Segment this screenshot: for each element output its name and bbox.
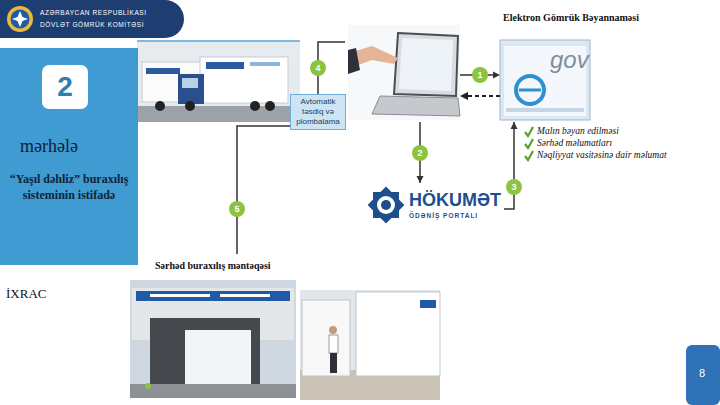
customs-building-photo	[136, 291, 290, 301]
connector	[504, 122, 518, 209]
border-crossing-area: Sərhəd buraxılış məntəqəsi	[128, 254, 445, 402]
laptop-photo	[352, 46, 398, 66]
page-number: 8	[699, 367, 705, 379]
trucks-photo	[329, 335, 338, 353]
laptop-photo	[399, 38, 453, 91]
laptop-photo	[348, 48, 360, 74]
node-text: Elektron Gömrük Bəyannaməsi	[503, 12, 642, 23]
truck-photo	[155, 101, 165, 111]
trucks-photo	[302, 300, 350, 376]
portal-emblem	[381, 200, 391, 210]
callout-number: 4	[310, 60, 326, 76]
header-band	[11, 10, 30, 29]
list-item: Sərhəd məlumatları	[537, 138, 612, 148]
node-text: HÖKUMƏT	[409, 190, 502, 210]
laptop-photo	[372, 96, 460, 116]
connector-line	[504, 122, 514, 209]
step-arrows	[460, 92, 468, 100]
arrow-head	[417, 176, 424, 183]
node-text: “Yaşıl dəhliz” buraxılış sisteminin isti…	[6, 171, 132, 203]
step-arrows	[467, 95, 500, 97]
egov-screenshot	[506, 108, 584, 112]
header-band	[0, 0, 184, 38]
portal-emblem	[368, 187, 405, 224]
trucks-photo	[420, 300, 436, 308]
egov-screenshot	[519, 89, 541, 92]
section-label: İXRAC	[6, 286, 46, 302]
portal-emblem	[368, 187, 405, 224]
portal-emblem	[377, 196, 395, 214]
customs-building-photo	[130, 384, 296, 398]
check-marks	[525, 127, 533, 136]
trucks-photo	[330, 353, 337, 373]
truck-photo	[250, 62, 280, 66]
truck-photo	[178, 74, 204, 104]
connector-line	[237, 126, 290, 254]
list-item: Malın bəyan edilməsi	[537, 126, 619, 136]
customs-building-photo	[130, 280, 296, 398]
header-band	[0, 0, 184, 38]
truck-photo	[265, 101, 275, 111]
egov-screenshot	[500, 40, 590, 120]
customs-building-photo	[130, 280, 296, 398]
header-band	[12, 11, 28, 27]
header-band	[7, 6, 33, 32]
customs-building-photo	[220, 294, 270, 297]
header-text: DÖVLƏT GÖMRÜK KOMİTƏSİ	[40, 21, 144, 28]
connector	[237, 126, 290, 254]
payment-portal-logo: HÖKUMƏT ÖDƏNİŞ PORTALI	[365, 183, 504, 235]
list-item: Nəqliyyat vasitəsinə dair məlumat	[537, 150, 667, 160]
callout-number: 2	[412, 145, 428, 161]
truck-photo	[137, 41, 300, 122]
truck-photo	[200, 57, 288, 103]
node-text: Sərhəd buraxılış məntəqəsi	[155, 260, 445, 271]
truck-photo	[182, 78, 198, 88]
trucks-photo	[300, 290, 440, 400]
callout-number: 5	[229, 201, 245, 217]
callout-number: 3	[506, 179, 522, 195]
truck-photo	[185, 101, 195, 111]
header-text: AZƏRBAYCAN RESPUBLİKASI	[40, 9, 147, 16]
truck-photo	[137, 40, 300, 42]
stage-number-box: 2	[42, 65, 88, 109]
arrow-head	[511, 122, 518, 129]
node-text: 2	[57, 71, 73, 103]
stage-band: mərhələ “Yaşıl dəhliz” buraxılış sistemin…	[0, 48, 138, 265]
trucks-photo	[300, 290, 440, 400]
node-text: ÖDƏNİŞ PORTALI	[409, 212, 502, 219]
truck-photo	[137, 41, 300, 122]
egov-screenshot	[500, 40, 590, 120]
laptop-photo	[348, 25, 460, 120]
step-arrows	[493, 72, 500, 79]
trucks-photo	[356, 292, 440, 376]
declaration-area: Elektron Gömrük Bəyannaməsi	[345, 8, 642, 122]
check-marks	[525, 151, 533, 160]
logo-text: gov	[550, 46, 589, 74]
page-number-band	[686, 345, 720, 405]
laptop-photo	[394, 33, 458, 96]
customs-building-photo	[150, 294, 210, 297]
check-marks	[525, 127, 533, 160]
customs-building-photo	[145, 383, 151, 389]
node-text: mərhələ	[20, 136, 138, 157]
laptop-photo	[348, 25, 460, 120]
trucks-photo	[329, 326, 337, 334]
callout-number: 1	[472, 67, 488, 83]
portal-emblem	[373, 192, 399, 218]
check-marks	[525, 139, 533, 148]
egov-screenshot	[516, 76, 544, 104]
truck-photo	[250, 101, 260, 111]
node-text: Avtomatik təsdiq və plombalama	[294, 97, 342, 127]
page-number-band	[686, 345, 720, 405]
process-box: Avtomatik təsdiq və plombalama	[290, 94, 346, 130]
truck-photo	[146, 68, 180, 74]
truck-photo	[206, 62, 244, 69]
